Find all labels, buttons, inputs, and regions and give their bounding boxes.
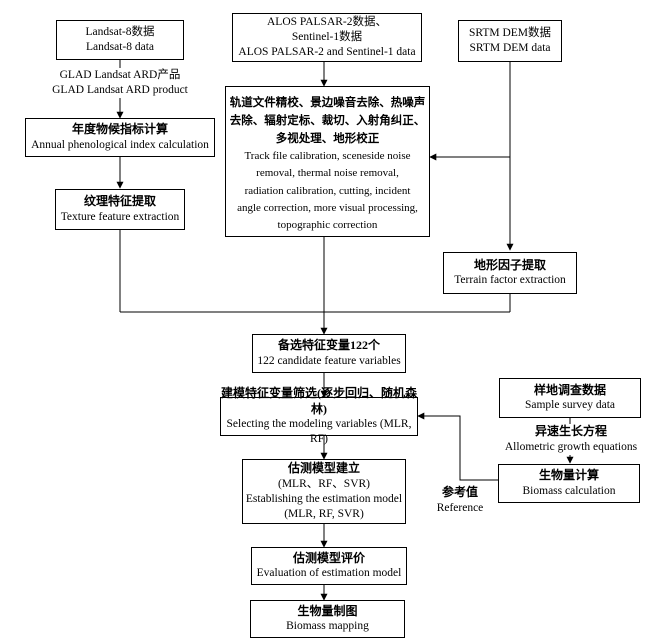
evaluation-en: Evaluation of estimation model [256, 567, 402, 580]
allometric-cn: 异速生长方程 [534, 424, 607, 438]
biomass-mapping-box: 生物量制图 Biomass mapping [250, 600, 405, 638]
reference-en: Reference [436, 501, 484, 514]
landsat-data-cn: Landsat-8数据 [85, 26, 155, 39]
allometric-label: 异速生长方程 Allometric growth equations [496, 424, 646, 455]
model-en2: (MLR, RF, SVR) [284, 507, 364, 520]
selection-en: Selecting the modeling variables (MLR, R… [226, 418, 412, 446]
alos-data-cn: ALOS PALSAR-2数据、 [266, 16, 388, 29]
biomass-calculation-box: 生物量计算 Biomass calculation [498, 464, 640, 503]
reference-label: 参考值 Reference [428, 485, 492, 516]
processing-en-line5: topographic correction [277, 218, 378, 231]
candidate-variables-box: 备选特征变量122个 122 candidate feature variabl… [252, 334, 406, 373]
glad-product-cn: GLAD Landsat ARD产品 [59, 69, 181, 81]
mapping-cn: 生物量制图 [297, 603, 358, 618]
alos-data-en: ALOS PALSAR-2 and Sentinel-1 data [238, 45, 416, 58]
model-cn: 估测模型建立 [287, 461, 360, 476]
texture-cn: 纹理特征提取 [83, 194, 156, 209]
biomass-calc-en: Biomass calculation [522, 484, 616, 497]
terrain-en: Terrain factor extraction [454, 274, 566, 287]
processing-en-line1: Track file calibration, sceneside noise [244, 150, 411, 163]
processing-cn-line3: 多视处理、地形校正 [275, 132, 380, 145]
sar-processing-box: 轨道文件精校、景边噪音去除、热噪声 去除、辐射定标、裁切、入射角纠正、 多视处理… [225, 86, 430, 237]
glad-product-en: GLAD Landsat ARD product [52, 83, 188, 96]
terrain-cn: 地形因子提取 [473, 257, 546, 272]
alos-data-box: ALOS PALSAR-2数据、 Sentinel-1数据 ALOS PALSA… [232, 13, 422, 62]
processing-en-line3: radiation calibration, cutting, incident [244, 184, 411, 197]
reference-cn: 参考值 [441, 485, 478, 499]
processing-en-line2: removal, thermal noise removal, [256, 167, 399, 180]
processing-en-line4: angle correction, more visual processing… [237, 201, 418, 214]
arrow-biomass-reference [417, 412, 498, 481]
srtm-data-box: SRTM DEM数据 SRTM DEM data [458, 20, 562, 62]
selection-cn: 建模特征变量筛选(逐步回归、随机森林) [221, 385, 417, 416]
phenology-en: Annual phenological index calculation [31, 138, 209, 151]
processing-cn-line2: 去除、辐射定标、裁切、入射角纠正、 [229, 114, 426, 127]
processing-cn-line1: 轨道文件精校、景边噪音去除、热噪声 [229, 97, 426, 109]
biomass-calc-cn: 生物量计算 [538, 468, 599, 483]
phenology-box: 年度物候指标计算 Annual phenological index calcu… [25, 118, 215, 157]
model-evaluation-box: 估测模型评价 Evaluation of estimation model [251, 547, 407, 585]
srtm-data-cn: SRTM DEM数据 [468, 27, 552, 40]
model-en: Establishing the estimation model [245, 492, 403, 505]
candidate-en: 122 candidate feature variables [257, 354, 401, 367]
landsat-data-en: Landsat-8 data [85, 41, 154, 53]
srtm-data-en: SRTM DEM data [469, 42, 551, 54]
mapping-en: Biomass mapping [286, 620, 369, 633]
alos-data-cn2: Sentinel-1数据 [291, 31, 363, 44]
candidate-cn: 备选特征变量122个 [277, 338, 380, 353]
model-building-box: 估测模型建立 (MLR、RF、SVR) Establishing the est… [242, 459, 406, 524]
landsat-data-box: Landsat-8数据 Landsat-8 data [56, 20, 184, 60]
glad-product-label: GLAD Landsat ARD产品 GLAD Landsat ARD prod… [40, 68, 200, 98]
allometric-en: Allometric growth equations [504, 440, 638, 453]
evaluation-cn: 估测模型评价 [292, 550, 365, 565]
texture-box: 纹理特征提取 Texture feature extraction [55, 189, 185, 230]
texture-en: Texture feature extraction [60, 210, 180, 223]
sample-en: Sample survey data [524, 399, 616, 412]
sample-cn: 样地调查数据 [533, 382, 606, 397]
variable-selection-box: 建模特征变量筛选(逐步回归、随机森林) Selecting the modeli… [220, 386, 418, 445]
model-cn2: (MLR、RF、SVR) [277, 477, 371, 490]
phenology-cn: 年度物候指标计算 [71, 122, 168, 137]
terrain-factor-box: 地形因子提取 Terrain factor extraction [443, 252, 577, 294]
sample-survey-box: 样地调查数据 Sample survey data [499, 378, 641, 418]
